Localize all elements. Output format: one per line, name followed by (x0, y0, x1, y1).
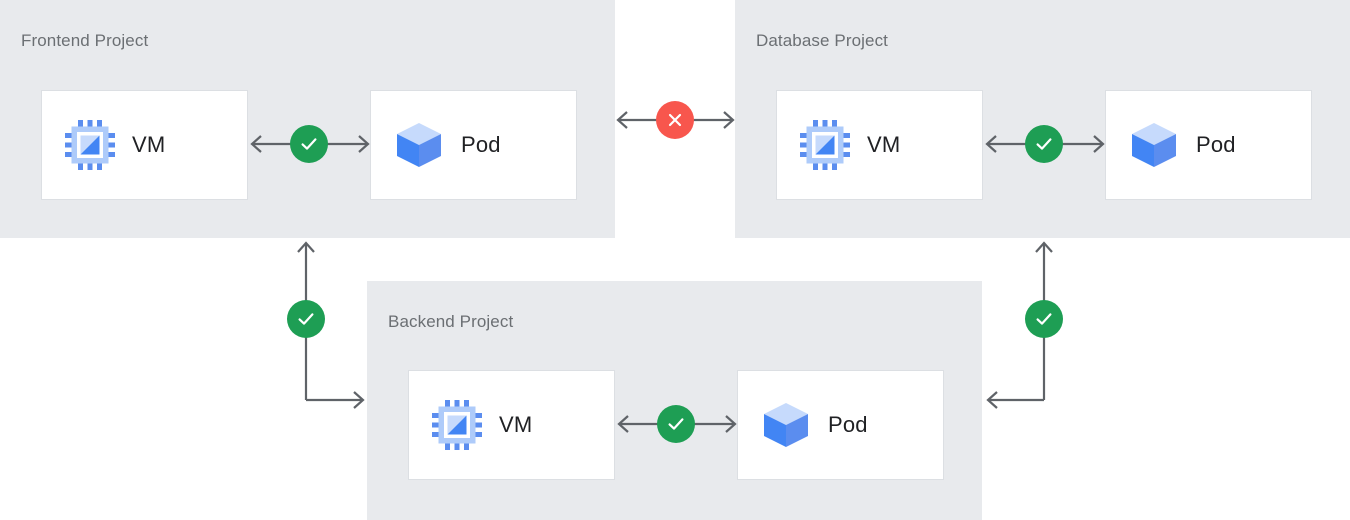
cube-icon (393, 119, 445, 171)
check-icon (668, 418, 684, 430)
status-badge-backend-internal[interactable] (657, 405, 695, 443)
status-badge-backend-frontend[interactable] (287, 300, 325, 338)
cpu-chip-icon (799, 119, 851, 171)
cpu-chip-icon (431, 399, 483, 451)
resource-card-frontend-pod[interactable]: Pod (370, 90, 577, 200)
resource-card-database-pod[interactable]: Pod (1105, 90, 1312, 200)
resource-card-frontend-vm[interactable]: VM (41, 90, 248, 200)
cube-icon (760, 399, 812, 451)
check-icon (298, 313, 314, 325)
cpu-chip-icon (64, 119, 116, 171)
check-icon (1036, 313, 1052, 325)
resource-card-backend-pod[interactable]: Pod (737, 370, 944, 480)
card-label-vm: VM (132, 132, 166, 157)
resource-card-database-vm[interactable]: VM (776, 90, 983, 200)
panel-title-backend: Backend Project (388, 312, 514, 331)
status-badge-frontend-internal[interactable] (290, 125, 328, 163)
status-badge-database-internal[interactable] (1025, 125, 1063, 163)
panel-title-database: Database Project (756, 31, 889, 50)
cube-icon (1128, 119, 1180, 171)
card-label-vm: VM (499, 412, 533, 437)
card-label-pod: Pod (828, 412, 868, 437)
card-label-pod: Pod (461, 132, 501, 157)
status-badge-backend-database[interactable] (1025, 300, 1063, 338)
panel-title-frontend: Frontend Project (21, 31, 149, 50)
check-icon (301, 138, 317, 150)
resource-card-backend-vm[interactable]: VM (408, 370, 615, 480)
status-badge-frontend-database[interactable] (656, 101, 694, 139)
cross-icon (668, 113, 682, 127)
card-label-vm: VM (867, 132, 901, 157)
card-label-pod: Pod (1196, 132, 1236, 157)
check-icon (1036, 138, 1052, 150)
